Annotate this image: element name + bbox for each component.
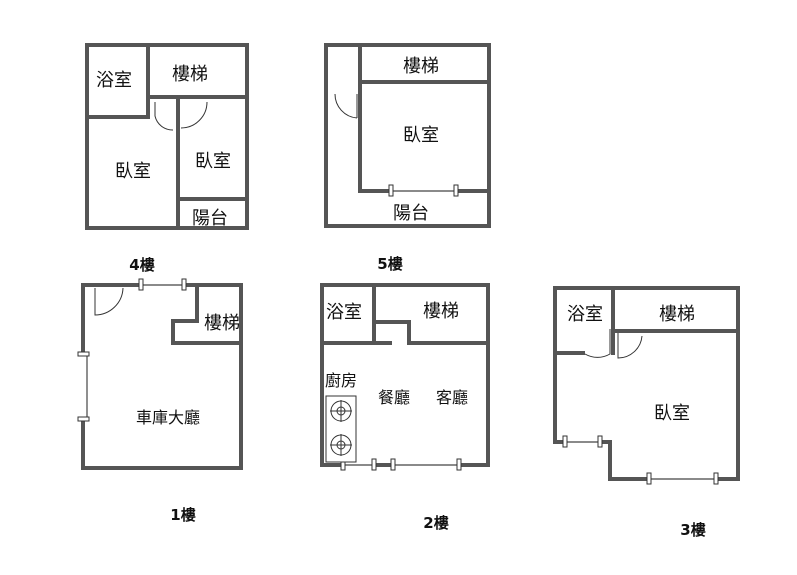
window-jamb	[456, 458, 462, 471]
room-label: 樓梯	[659, 304, 695, 325]
window-jamb	[181, 278, 187, 291]
floor-2-stair-wall	[372, 320, 490, 345]
room-label: 臥室	[115, 161, 151, 182]
floor-label: 3樓	[680, 521, 705, 539]
door-swing-icon	[154, 102, 174, 131]
floor-3-plan: 浴室 樓梯 臥室 3樓	[553, 286, 740, 539]
stove-burner-icon	[330, 434, 352, 456]
room-label: 客廳	[436, 388, 468, 407]
door-swing-icon	[94, 287, 124, 316]
floor-4-outer-wall	[85, 43, 249, 230]
floor-label: 1樓	[170, 506, 195, 524]
floor-5-plan: 樓梯 臥室 陽台 5樓	[324, 43, 491, 273]
floor-1-plan: 樓梯 車庫大廳 1樓	[77, 278, 243, 524]
window-jamb	[390, 458, 396, 471]
room-label: 臥室	[403, 125, 439, 146]
room-label: 浴室	[567, 304, 603, 325]
room-label: 浴室	[326, 302, 362, 323]
room-label: 臥室	[195, 151, 231, 172]
door-swing-icon	[180, 101, 208, 129]
room-label: 陽台	[393, 203, 429, 224]
floor-label: 2樓	[423, 514, 448, 532]
door-swing-icon	[334, 93, 358, 119]
window-jamb	[77, 416, 90, 422]
window-jamb	[562, 435, 568, 448]
floor-4-plan: 浴室 樓梯 臥室 臥室 陽台 4樓	[85, 43, 249, 274]
floor-3-wall	[553, 286, 740, 481]
window-jamb	[713, 472, 719, 485]
floor-1-wall	[81, 283, 143, 356]
room-label: 樓梯	[172, 64, 208, 85]
floor-5-outer-wall	[324, 43, 491, 228]
floor-1-stair-wall	[171, 283, 243, 345]
window-jamb	[138, 278, 144, 291]
room-label: 樓梯	[423, 301, 459, 322]
door-swing-icon	[584, 329, 611, 358]
floor-label: 4樓	[129, 256, 154, 274]
room-label: 廚房	[325, 371, 357, 390]
door-swing-icon	[617, 333, 643, 359]
room-label: 樓梯	[403, 56, 439, 77]
room-label: 車庫大廳	[136, 408, 200, 427]
window-jamb	[77, 351, 90, 357]
room-label: 餐廳	[378, 388, 410, 407]
window-jamb	[646, 472, 652, 485]
room-label: 臥室	[654, 403, 690, 424]
room-label: 浴室	[96, 70, 132, 91]
stove-burner-icon	[330, 400, 352, 422]
floor-1-wall	[81, 283, 243, 470]
floor-2-plan: 浴室 樓梯 廚房 餐廳 客廳 2樓	[320, 283, 490, 532]
window-jamb	[388, 184, 394, 197]
window-jamb	[597, 435, 603, 448]
floor-label: 5樓	[377, 255, 402, 273]
room-label: 陽台	[192, 208, 228, 229]
room-label: 樓梯	[204, 313, 240, 334]
window-jamb	[371, 458, 377, 471]
floor-3-wall	[598, 440, 651, 481]
window-jamb	[453, 184, 459, 197]
